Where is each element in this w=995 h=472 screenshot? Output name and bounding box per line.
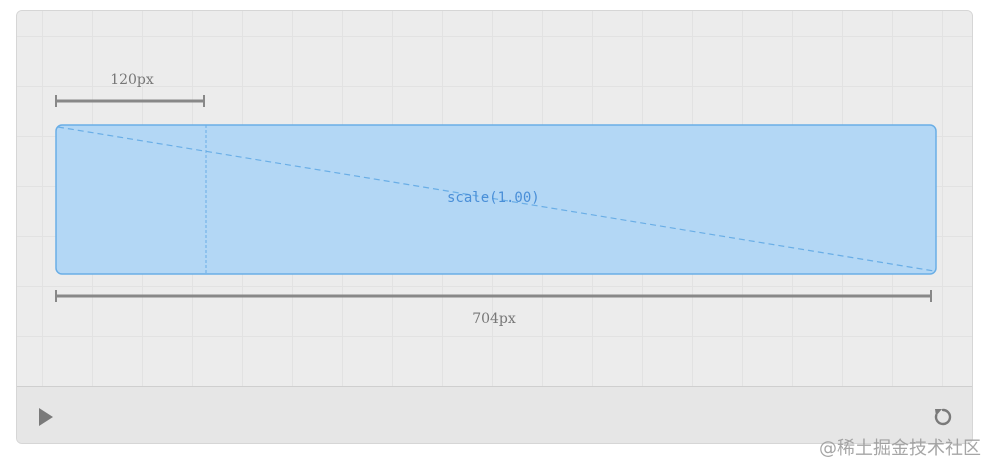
scale-diagonal xyxy=(57,126,935,272)
watermark: @稀土掘金技术社区 xyxy=(819,438,981,459)
reset-icon xyxy=(934,408,952,426)
stage-drawing xyxy=(55,95,937,302)
full-width-ruler xyxy=(55,290,932,302)
small-width-ruler xyxy=(55,95,205,107)
scale-label: scale(1.00) xyxy=(447,190,540,206)
small-width-label: 120px xyxy=(110,72,154,88)
play-button[interactable] xyxy=(37,407,55,427)
stage: 120px scale(1.00) 704px xyxy=(17,11,972,386)
control-bar xyxy=(17,386,972,443)
reset-button[interactable] xyxy=(932,406,954,428)
full-width-label: 704px xyxy=(472,311,516,327)
play-icon xyxy=(39,408,53,426)
demo-frame: 120px scale(1.00) 704px xyxy=(16,10,973,444)
